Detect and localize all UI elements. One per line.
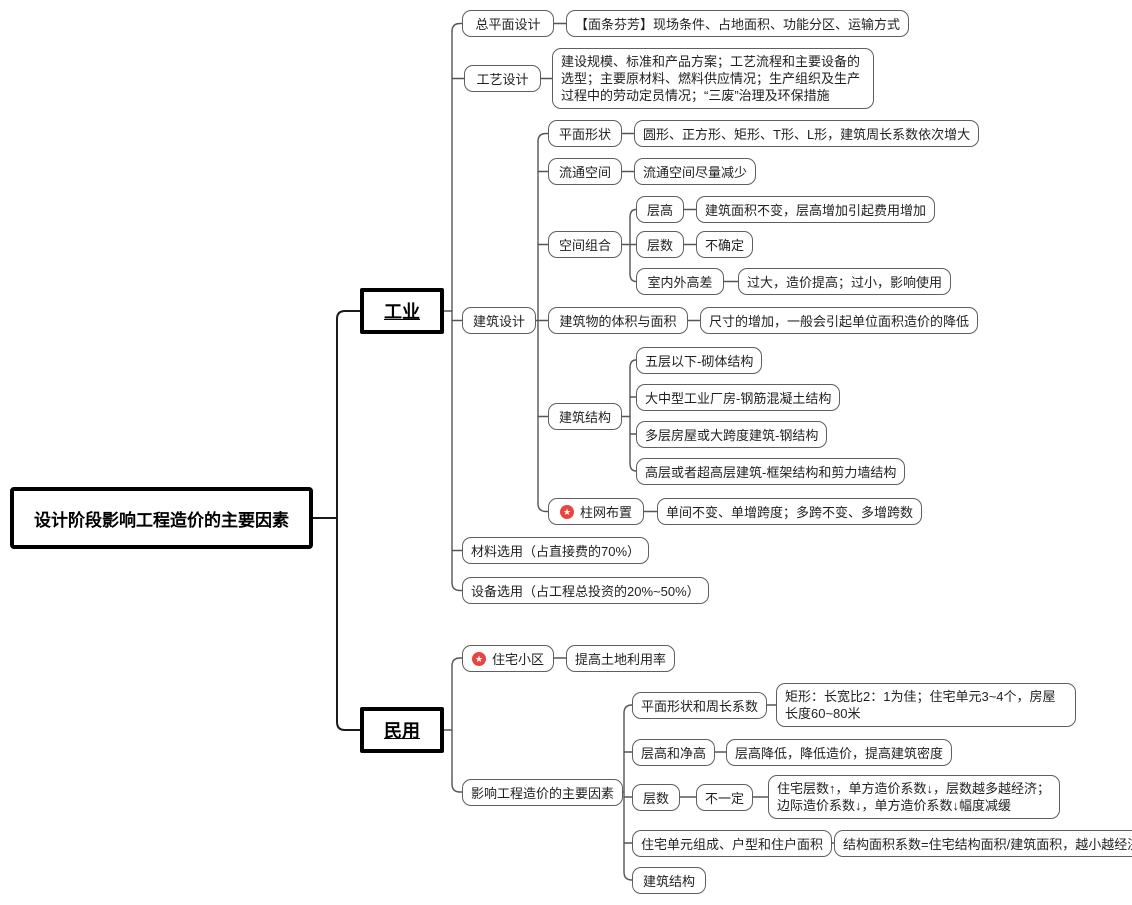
- node-label: 设备选用（占工程总投资的20%~50%）: [471, 584, 700, 599]
- node-label: 流通空间: [558, 165, 611, 180]
- note-label: 住宅层数↑，单方造价系数↓，层数越多越经济；边际造价系数↓，单方造价系数↓幅度减…: [777, 781, 1051, 813]
- node-label: 层数: [642, 791, 669, 806]
- note-plan-shape-perimeter[interactable]: 矩形：长宽比2：1为佳；住宅单元3~4个，房屋长度60~80米: [776, 683, 1076, 727]
- note-label: 流通空间尽量减少: [643, 165, 748, 180]
- node-civil-building-structure[interactable]: 建筑结构: [632, 867, 706, 894]
- node-cost-factors[interactable]: 影响工程造价的主要因素: [462, 779, 624, 806]
- note-circulation-space[interactable]: 流通空间尽量减少: [634, 158, 757, 185]
- node-label: 层高和净高: [641, 746, 707, 761]
- node-label: 建筑物的体积与面积: [559, 314, 677, 329]
- node-structure-rc[interactable]: 大中型工业厂房-钢筋混凝土结构: [636, 384, 841, 411]
- node-label: 平面形状: [558, 127, 611, 142]
- note-label: 过大，造价提高；过小，影响使用: [747, 275, 943, 290]
- note-label: 尺寸的增加，一般会引起单位面积造价的降低: [709, 314, 970, 329]
- node-label: 民用: [384, 721, 420, 741]
- node-building-volume-area[interactable]: 建筑物的体积与面积: [548, 307, 688, 334]
- node-label: 影响工程造价的主要因素: [471, 786, 615, 801]
- node-floors[interactable]: 层数: [632, 784, 680, 811]
- node-storey-height[interactable]: 层高: [636, 196, 684, 223]
- node-label: 不一定: [705, 791, 745, 806]
- note-label: 建设规模、标准和产品方案；工艺流程和主要设备的选型；主要原材料、燃料供应情况；生…: [561, 54, 861, 103]
- node-structure-steel[interactable]: 多层房屋或大跨度建筑-钢结构: [636, 421, 828, 448]
- node-building-structure[interactable]: 建筑结构: [548, 403, 622, 430]
- star-badge-icon: ★: [471, 651, 486, 666]
- note-label: 【面条芬芳】现场条件、占地面积、功能分区、运输方式: [575, 17, 901, 32]
- node-label: 总平面设计: [475, 17, 541, 32]
- note-process-design[interactable]: 建设规模、标准和产品方案；工艺流程和主要设备的选型；主要原材料、燃料供应情况；生…: [552, 48, 874, 109]
- note-residential-area[interactable]: 提高土地利用率: [566, 645, 676, 672]
- node-column-grid[interactable]: ★ 柱网布置: [548, 498, 644, 525]
- star-badge-icon: ★: [559, 504, 574, 519]
- note-storey-count[interactable]: 不确定: [696, 231, 754, 258]
- node-civil[interactable]: 民用: [360, 707, 444, 753]
- node-process-design[interactable]: 工艺设计: [464, 65, 541, 92]
- node-label: 层数: [646, 238, 673, 253]
- node-label: 空间组合: [558, 238, 611, 253]
- note-label: 层高降低，降低造价，提高建筑密度: [735, 746, 944, 761]
- node-label: 柱网布置: [579, 505, 632, 520]
- node-indoor-outdoor-height-diff[interactable]: 室内外高差: [636, 268, 724, 295]
- note-general-plan[interactable]: 【面条芬芳】现场条件、占地面积、功能分区、运输方式: [566, 10, 910, 37]
- note-label: 单间不变、单增跨度；多跨不变、多增跨数: [666, 505, 914, 520]
- node-label: 建筑结构: [558, 410, 611, 425]
- node-storey-count[interactable]: 层数: [636, 231, 684, 258]
- node-industrial[interactable]: 工业: [360, 288, 444, 334]
- node-label: 设计阶段影响工程造价的主要因素: [34, 510, 289, 530]
- note-floors[interactable]: 住宅层数↑，单方造价系数↓，层数越多越经济；边际造价系数↓，单方造价系数↓幅度减…: [768, 775, 1060, 819]
- note-storey-height[interactable]: 建筑面积不变，层高增加引起费用增加: [696, 196, 936, 223]
- node-label: 层高: [646, 203, 673, 218]
- note-height-clear-height[interactable]: 层高降低，降低造价，提高建筑密度: [726, 739, 953, 766]
- node-structure-frame-shear[interactable]: 高层或者超高层建筑-框架结构和剪力墙结构: [636, 458, 906, 485]
- note-label: 矩形：长宽比2：1为佳；住宅单元3~4个，房屋长度60~80米: [785, 689, 1056, 721]
- node-root[interactable]: 设计阶段影响工程造价的主要因素: [10, 487, 313, 549]
- node-floors-uncertain[interactable]: 不一定: [696, 784, 754, 811]
- node-label: 建筑设计: [472, 314, 525, 329]
- node-plan-shape-perimeter[interactable]: 平面形状和周长系数: [632, 692, 768, 719]
- node-label: 建筑结构: [642, 874, 695, 889]
- node-architectural-design[interactable]: 建筑设计: [462, 307, 536, 334]
- node-space-combination[interactable]: 空间组合: [548, 231, 622, 258]
- node-label: 工艺设计: [476, 72, 529, 87]
- node-label: 高层或者超高层建筑-框架结构和剪力墙结构: [645, 465, 897, 480]
- note-plan-shape[interactable]: 圆形、正方形、矩形、T形、L形，建筑周长系数依次增大: [634, 120, 980, 147]
- note-label: 建筑面积不变，层高增加引起费用增加: [705, 203, 927, 218]
- note-unit-composition[interactable]: 结构面积系数=住宅结构面积/建筑面积，越小越经济: [834, 830, 1132, 857]
- note-indoor-outdoor-height-diff[interactable]: 过大，造价提高；过小，影响使用: [738, 268, 952, 295]
- node-plan-shape[interactable]: 平面形状: [548, 120, 622, 147]
- node-label: 平面形状和周长系数: [641, 699, 759, 714]
- node-unit-composition[interactable]: 住宅单元组成、户型和住户面积: [632, 830, 833, 857]
- note-building-volume-area[interactable]: 尺寸的增加，一般会引起单位面积造价的降低: [700, 307, 979, 334]
- node-general-plan[interactable]: 总平面设计: [462, 10, 554, 37]
- node-height-clear-height[interactable]: 层高和净高: [632, 739, 716, 766]
- node-structure-masonry[interactable]: 五层以下-砌体结构: [636, 347, 763, 374]
- note-column-grid[interactable]: 单间不变、单增跨度；多跨不变、多增跨数: [657, 498, 923, 525]
- node-label: 住宅单元组成、户型和住户面积: [641, 837, 824, 852]
- node-label: 室内外高差: [647, 275, 713, 290]
- node-label: 大中型工业厂房-钢筋混凝土结构: [645, 391, 832, 406]
- node-material-selection[interactable]: 材料选用（占直接费的70%）: [462, 537, 650, 564]
- node-label: 住宅小区: [491, 652, 544, 667]
- node-residential-area[interactable]: ★ 住宅小区: [462, 645, 554, 672]
- note-label: 不确定: [705, 238, 745, 253]
- node-circulation-space[interactable]: 流通空间: [548, 158, 622, 185]
- note-label: 提高土地利用率: [575, 652, 667, 667]
- note-label: 结构面积系数=住宅结构面积/建筑面积，越小越经济: [843, 837, 1132, 852]
- node-equipment-selection[interactable]: 设备选用（占工程总投资的20%~50%）: [462, 577, 709, 604]
- note-label: 圆形、正方形、矩形、T形、L形，建筑周长系数依次增大: [643, 127, 971, 142]
- node-label: 工业: [384, 302, 420, 322]
- node-label: 五层以下-砌体结构: [645, 354, 754, 369]
- node-label: 多层房屋或大跨度建筑-钢结构: [645, 428, 819, 443]
- node-label: 材料选用（占直接费的70%）: [471, 544, 641, 559]
